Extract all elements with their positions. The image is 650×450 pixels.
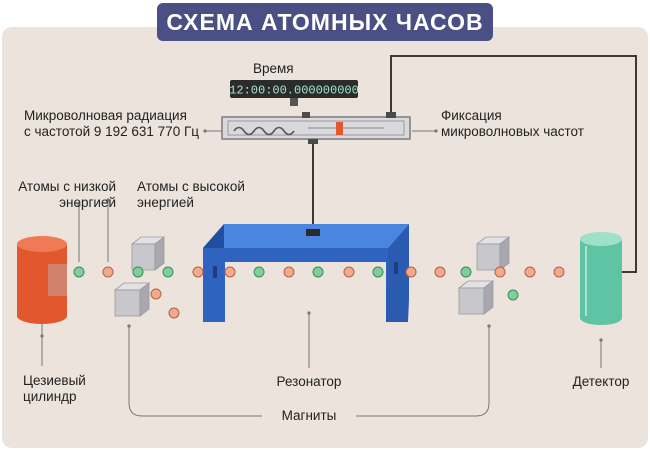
magnets [113,236,511,317]
atom-high-energy [405,266,417,278]
atom-high-energy [494,266,506,278]
frequency-lock-label: Фиксация микроволновых частот [441,108,584,139]
atom-low-energy [132,266,144,278]
microwave-wave-icon [233,126,295,136]
microwave-radiation-label: Микроволновая радиация с частотой 9 192 … [24,108,199,139]
atom-low-energy [73,266,85,278]
time-display-text: 12:00:00.000000000 [229,84,359,98]
atom-low-energy [507,289,519,301]
resonator-label: Резонатор [276,374,342,389]
cesium-cylinder [17,236,67,324]
detector-label: Детектор [572,374,630,389]
time-display: 12:00:00.000000000 [229,80,359,106]
feedback-wire [390,55,637,273]
magnets-bracket [128,326,490,417]
atom-high-energy [283,266,295,278]
resonator [203,224,409,322]
high-energy-atoms-label: Атомы с высокой энергией [137,179,245,210]
atom-low-energy [372,266,384,278]
microwave-generator [221,112,411,144]
atom-low-energy [253,266,265,278]
atoms [73,266,565,319]
detector [580,232,622,325]
atom-low-energy [162,266,174,278]
atom-high-energy [224,266,236,278]
magnet-cube [113,282,151,317]
page-title: СХЕМА АТОМНЫХ ЧАСОВ [157,3,493,41]
atom-low-energy [312,266,324,278]
atom-high-energy [192,266,204,278]
magnets-label: Магниты [281,408,337,423]
cesium-cylinder-label: Цезиевый цилиндр [23,373,86,404]
frequency-slider-knob [336,122,343,135]
magnet-cube [475,236,511,271]
low-energy-atoms-label: Атомы с низкой энергией [18,179,116,210]
atom-high-energy [168,307,180,319]
time-label: Время [253,61,294,76]
atom-low-energy [460,266,472,278]
magnet-cube [130,236,166,271]
atom-high-energy [434,266,446,278]
atom-high-energy [524,266,536,278]
atom-high-energy [343,266,355,278]
atom-high-energy [150,288,162,300]
atom-high-energy [553,266,565,278]
atom-high-energy [102,266,114,278]
magnet-cube [457,280,495,315]
